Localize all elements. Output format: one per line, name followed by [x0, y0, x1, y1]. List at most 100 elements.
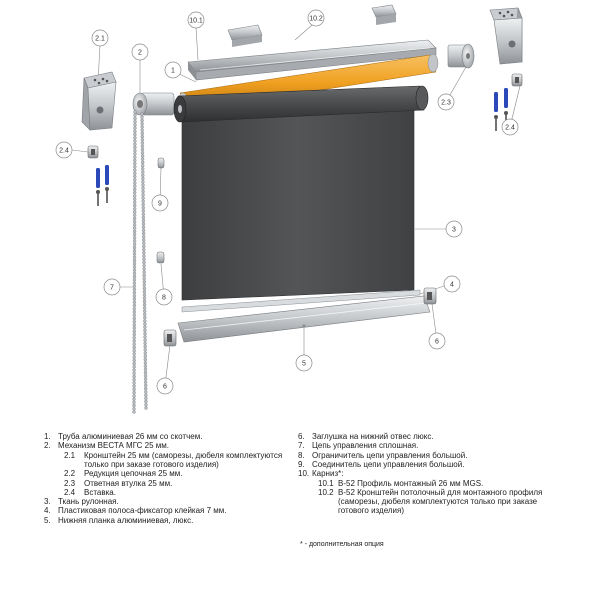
chain-bead: [132, 194, 137, 198]
end-plug: [447, 43, 475, 69]
chain-bead: [140, 131, 145, 136]
chain-bead: [133, 110, 137, 114]
legend-text: Механизм ВЕСТА МГС 25 мм.: [58, 441, 170, 451]
chain-bead: [132, 187, 137, 192]
chain-bead: [141, 218, 146, 223]
chain-bead: [132, 271, 137, 275]
chain-bead: [144, 399, 148, 404]
chain-bead: [143, 367, 148, 371]
callout-7: 7: [103, 278, 121, 296]
chain-bead: [132, 355, 136, 359]
callout-3: 3: [445, 220, 463, 238]
callout-label: 1: [171, 67, 175, 74]
legend-text: Вставка.: [84, 487, 116, 497]
chain-bead: [140, 157, 145, 161]
chain-bead: [132, 223, 137, 227]
dowels-screws-left: [96, 165, 109, 206]
chain-bead: [132, 300, 137, 304]
chain-bead: [140, 151, 145, 155]
mounting-profile: [187, 39, 437, 81]
chain-bead: [143, 335, 147, 339]
chain-bead: [142, 273, 146, 278]
chain-bead: [133, 171, 137, 176]
chain-bead: [144, 403, 148, 407]
chain-bead: [143, 322, 147, 326]
chain-bead: [142, 254, 146, 258]
legend-number: 3.: [44, 497, 51, 507]
chain-bead: [132, 336, 136, 340]
chain-bead: [142, 306, 147, 310]
chain-bead: [133, 155, 137, 159]
legend-text: Кронштейн 25 мм (саморезы, дюбеля компле…: [84, 450, 283, 460]
chain-bead: [144, 390, 148, 394]
legend-text: Цепь управления сплошная.: [312, 441, 419, 451]
chain-bead: [132, 358, 136, 363]
chain-bead: [143, 319, 147, 323]
chain-bead: [140, 167, 145, 171]
callout-6-left: 6: [156, 377, 174, 395]
chain-bead: [133, 174, 137, 179]
chain-bead: [132, 407, 136, 411]
callout-8: 8: [155, 288, 173, 306]
chain-bead: [140, 112, 144, 116]
chain-bead: [143, 374, 148, 378]
chain-bead: [141, 193, 145, 197]
chain-bead: [133, 142, 137, 147]
legend-number: 10.1: [318, 478, 334, 488]
chain-bead: [132, 368, 136, 372]
end-cap-left: [163, 329, 177, 347]
chain-bead: [142, 309, 147, 313]
chain-bead: [142, 241, 146, 245]
chain-bead: [143, 315, 147, 320]
chain-bead: [132, 365, 136, 369]
legend-text: Пластиковая полоса-фиксатор клейкая 7 мм…: [58, 506, 227, 516]
callout-1: 1: [164, 61, 182, 79]
chain-bead: [132, 190, 137, 195]
legend-text: (саморезы, дюбеля комплектуются только п…: [338, 497, 538, 507]
chain-bead: [132, 374, 136, 379]
legend-text: Труба алюминиевая 26 мм со скотчем.: [58, 432, 203, 441]
chain-bead: [132, 203, 137, 208]
chain-bead: [132, 371, 136, 375]
chain-bead: [132, 219, 137, 224]
chain-bead: [132, 274, 137, 279]
chain-bead: [142, 290, 147, 294]
chain-bead: [141, 183, 145, 187]
chain-bead: [132, 332, 137, 337]
callout-2-1: 2.1: [91, 29, 109, 47]
callout-label: 3: [452, 226, 456, 233]
chain-bead: [132, 248, 137, 253]
chain-bead: [133, 177, 137, 182]
legend-number: 10.: [298, 469, 310, 479]
chain-bead: [132, 390, 136, 395]
callout-label: 6: [435, 338, 439, 345]
chain-bead: [143, 338, 147, 342]
legend-text: Нижняя планка алюминиевая, люкс.: [58, 515, 194, 525]
chain-bead: [140, 138, 145, 142]
callout-label: 6: [163, 383, 167, 390]
chain-bead: [141, 202, 145, 207]
chain-bead: [132, 258, 137, 263]
chain-bead: [141, 173, 145, 178]
chain-bead: [132, 281, 137, 285]
legend-number: 6.: [298, 432, 305, 441]
chain-bead: [140, 147, 145, 152]
callout-label: 9: [158, 200, 162, 207]
chain-bead: [132, 242, 137, 247]
chain-bead: [132, 239, 137, 243]
chain-bead: [142, 260, 146, 265]
callout-10-2: 10.2: [307, 9, 325, 27]
chain-bead: [140, 118, 144, 123]
chain-bead: [132, 236, 137, 240]
callout-label: 7: [110, 284, 114, 291]
legend-number: 2.1: [64, 450, 76, 460]
chain-bead: [132, 352, 136, 356]
chain-bead: [142, 283, 147, 287]
insert-right: [511, 73, 523, 87]
chain-bead: [140, 160, 145, 165]
callout-label: 5: [302, 360, 306, 367]
chain-bead: [132, 278, 137, 282]
chain-bead: [133, 139, 137, 143]
chain-bead: [143, 348, 147, 352]
legend-text: только при заказе готового изделия): [84, 459, 219, 469]
